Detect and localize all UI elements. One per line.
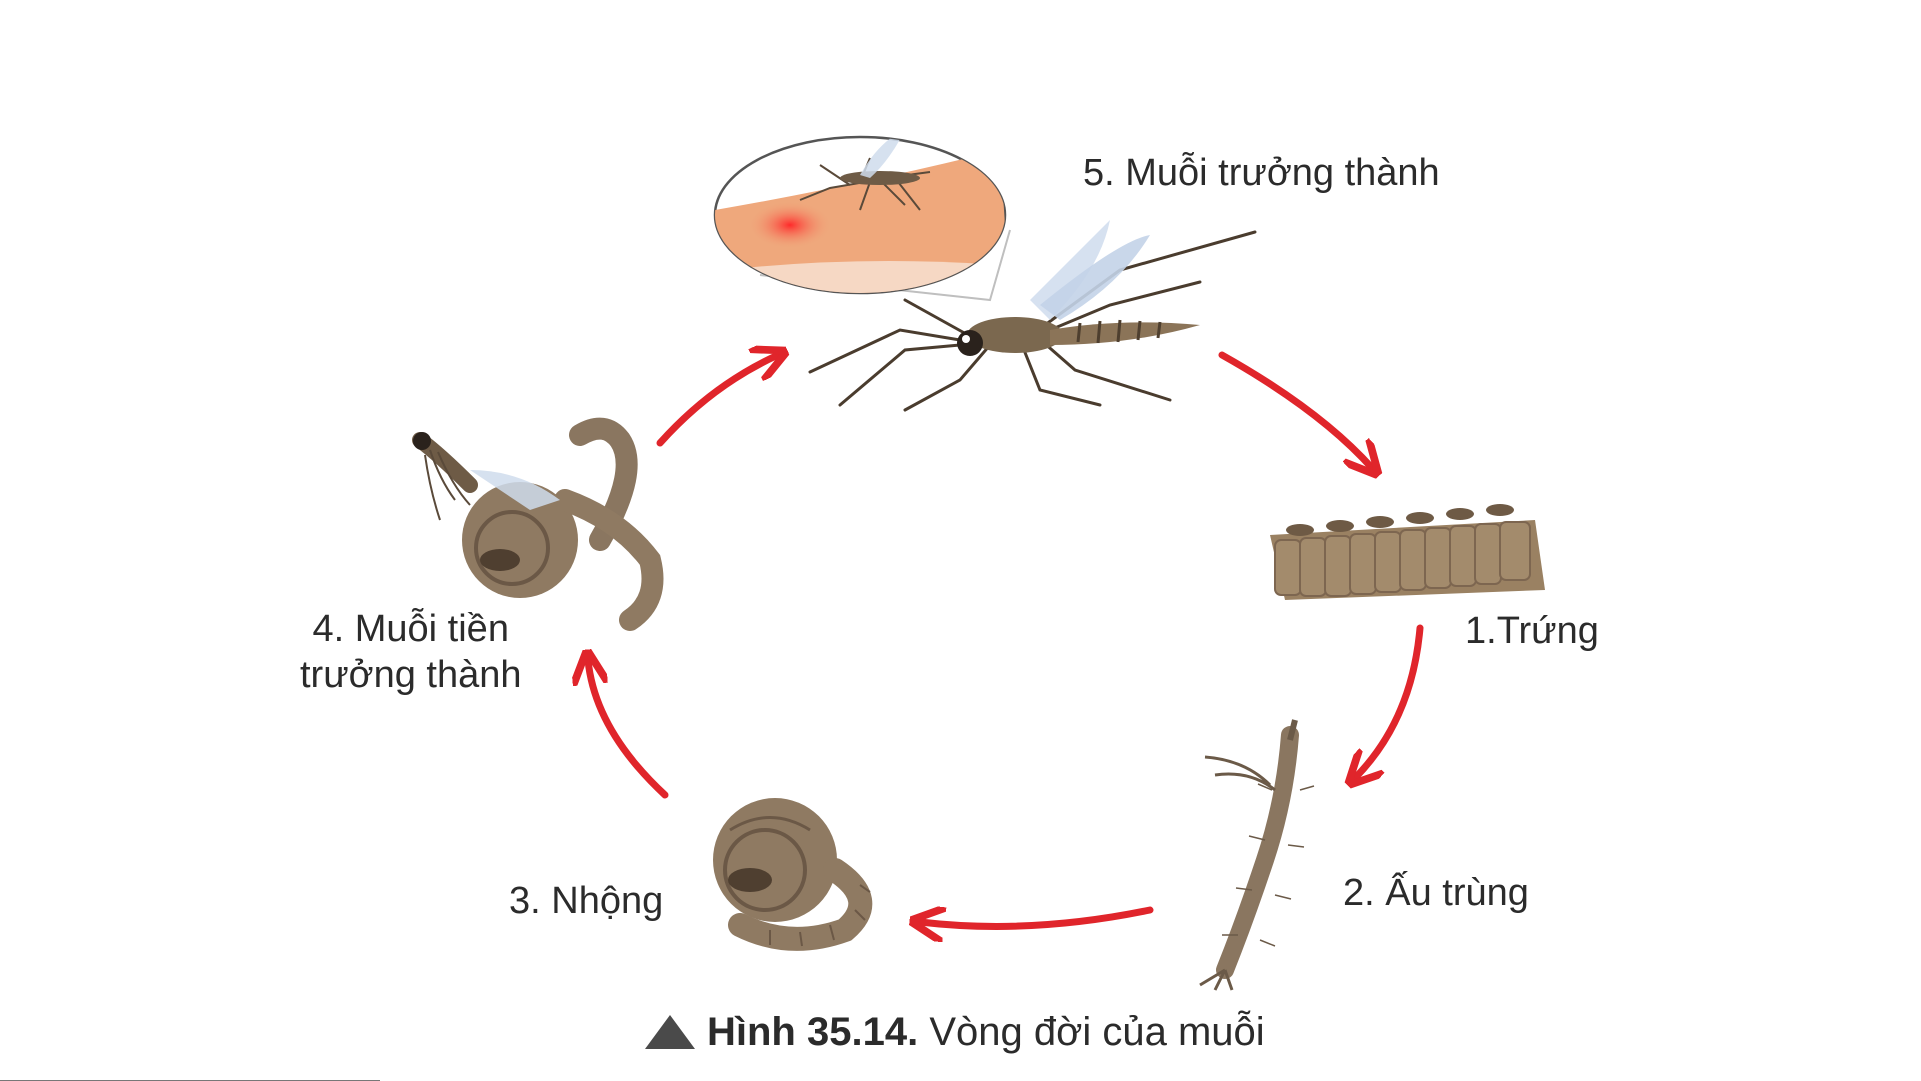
label-pre-adult: 4. Muỗi tiền trưởng thành bbox=[300, 606, 522, 698]
arrow-egg-to-larva bbox=[1355, 628, 1420, 778]
larva-illustration bbox=[1200, 720, 1314, 990]
label-pre-adult-line1: 4. Muỗi tiền bbox=[300, 606, 522, 652]
label-adult-mosquito: 5. Muỗi trưởng thành bbox=[1083, 150, 1440, 196]
cycle-arrows bbox=[588, 355, 1420, 926]
label-pupa: 3. Nhộng bbox=[509, 878, 663, 924]
emerging-adult-illustration bbox=[413, 429, 653, 620]
triangle-icon bbox=[645, 1015, 695, 1049]
figure-caption-text: Vòng đời của muỗi bbox=[929, 1010, 1264, 1054]
pupa-illustration bbox=[713, 798, 870, 946]
label-pre-adult-line2: trưởng thành bbox=[300, 652, 522, 698]
egg-raft-illustration bbox=[1270, 504, 1545, 600]
arrow-larva-to-pupa bbox=[920, 910, 1150, 926]
figure-caption: Hình 35.14. Vòng đời của muỗi bbox=[645, 1010, 1265, 1055]
label-larva: 2. Ấu trùng bbox=[1343, 870, 1529, 916]
figure-number: Hình 35.14. bbox=[707, 1010, 918, 1054]
label-egg: 1.Trứng bbox=[1465, 608, 1599, 654]
arrow-adult-to-egg bbox=[1222, 355, 1372, 468]
arrow-pupa-to-pre-adult bbox=[588, 660, 665, 795]
bite-inset-illustration bbox=[715, 130, 1010, 305]
arrow-pre-adult-to-adult bbox=[660, 355, 778, 443]
